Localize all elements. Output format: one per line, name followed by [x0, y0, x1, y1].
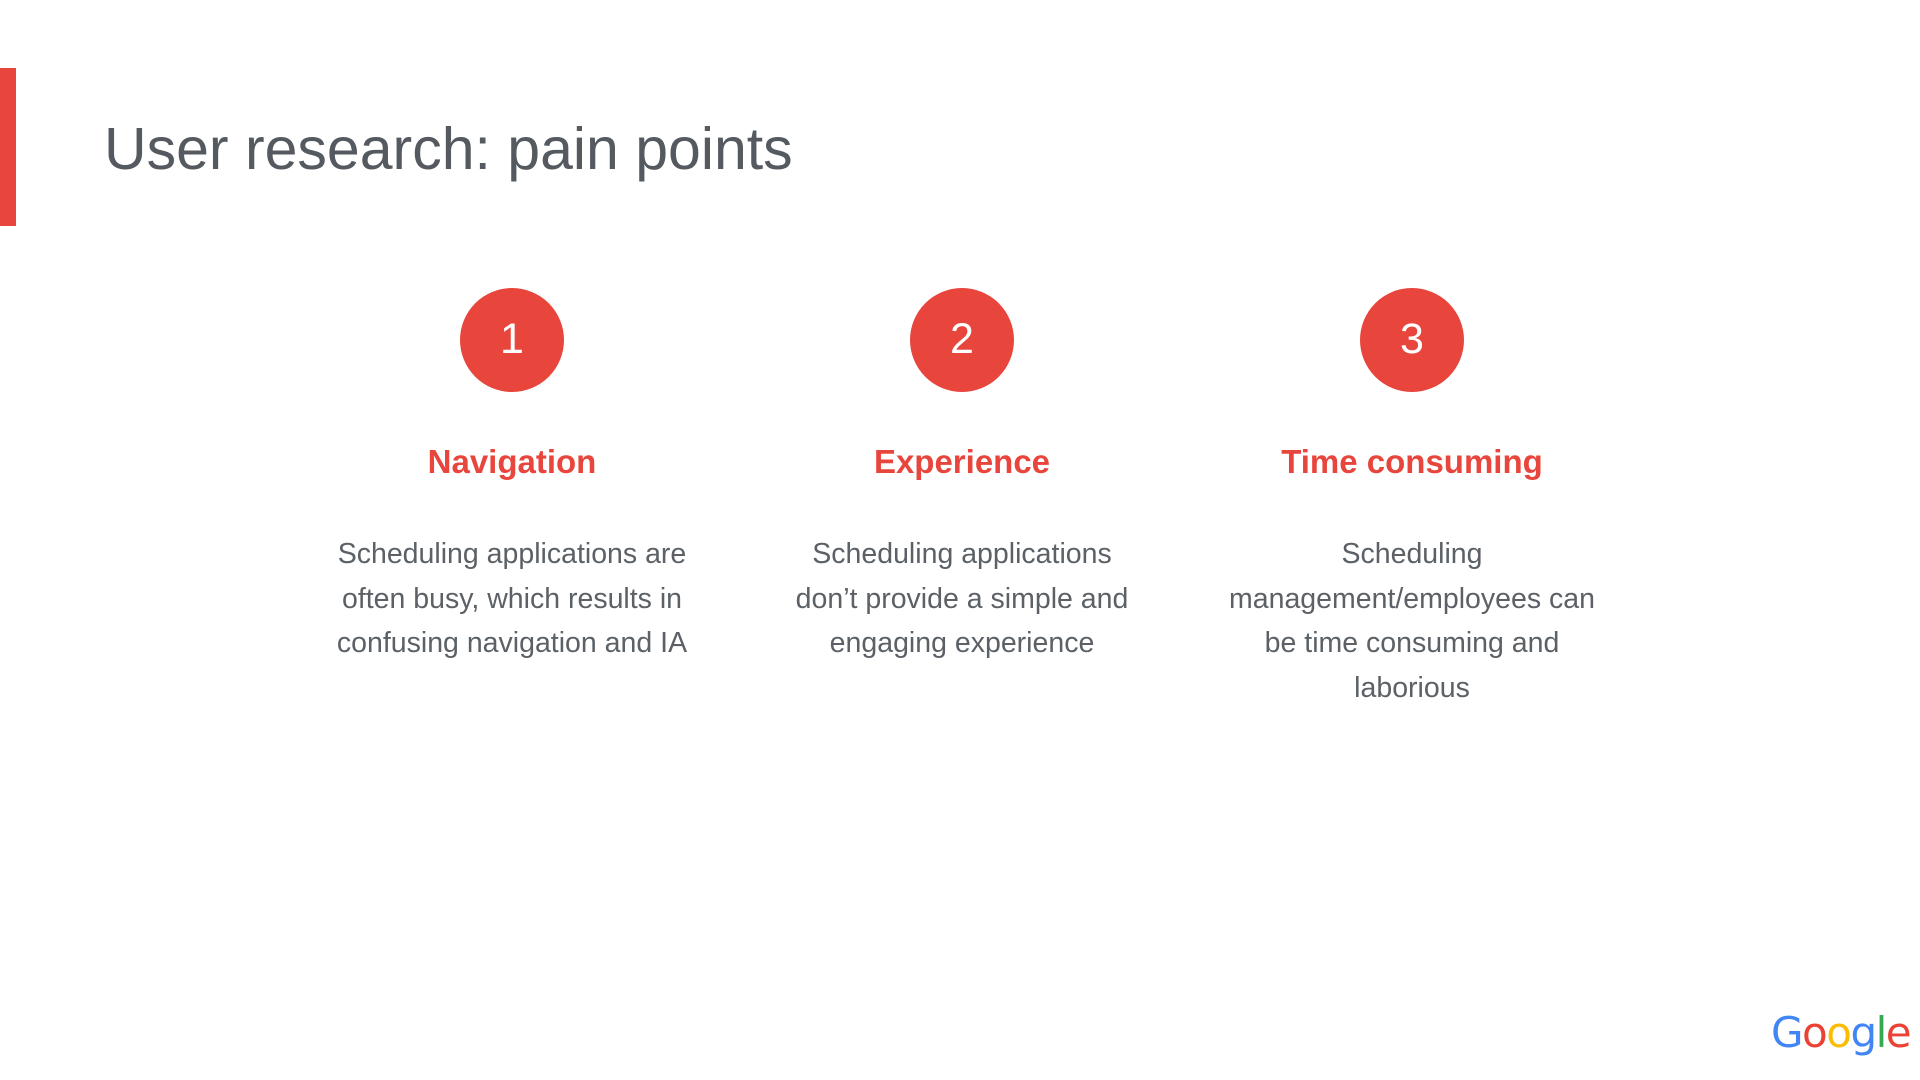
number-badge-3: 3	[1360, 288, 1464, 392]
pain-points-columns: 1 Navigation Scheduling applications are…	[287, 288, 1637, 710]
pain-point-column-3: 3 Time consuming Scheduling management/e…	[1187, 288, 1637, 710]
number-badge-1: 1	[460, 288, 564, 392]
pain-point-body-1: Scheduling applications are often busy, …	[336, 538, 688, 660]
pain-point-body-3: Scheduling management/employees can be t…	[1229, 538, 1595, 704]
badge-number-label: 3	[1400, 314, 1424, 363]
pain-point-heading-3: Time consuming	[1281, 443, 1543, 480]
number-badge-2: 2	[910, 288, 1014, 392]
google-logo: Google	[1771, 1008, 1912, 1057]
pain-point-body-2: Scheduling applications don’t provide a …	[795, 538, 1129, 660]
badge-number-label: 2	[950, 314, 974, 363]
google-logo-letter-3: g	[1850, 1008, 1877, 1057]
pain-point-heading-1: Navigation	[427, 443, 597, 480]
google-logo-letter-5: e	[1885, 1008, 1912, 1057]
pain-point-heading-2: Experience	[873, 443, 1051, 480]
pain-point-column-2: 2 Experience Scheduling applications don…	[737, 288, 1187, 666]
google-logo-letter-2: o	[1826, 1008, 1852, 1057]
google-logo-letter-4: l	[1875, 1008, 1888, 1057]
badge-number-label: 1	[500, 314, 524, 363]
google-logo-letter-0: G	[1771, 1008, 1804, 1057]
pain-point-column-1: 1 Navigation Scheduling applications are…	[287, 288, 737, 666]
page-title: User research: pain points	[104, 116, 793, 182]
google-logo-letter-1: o	[1802, 1008, 1828, 1057]
title-accent-bar	[0, 68, 16, 226]
